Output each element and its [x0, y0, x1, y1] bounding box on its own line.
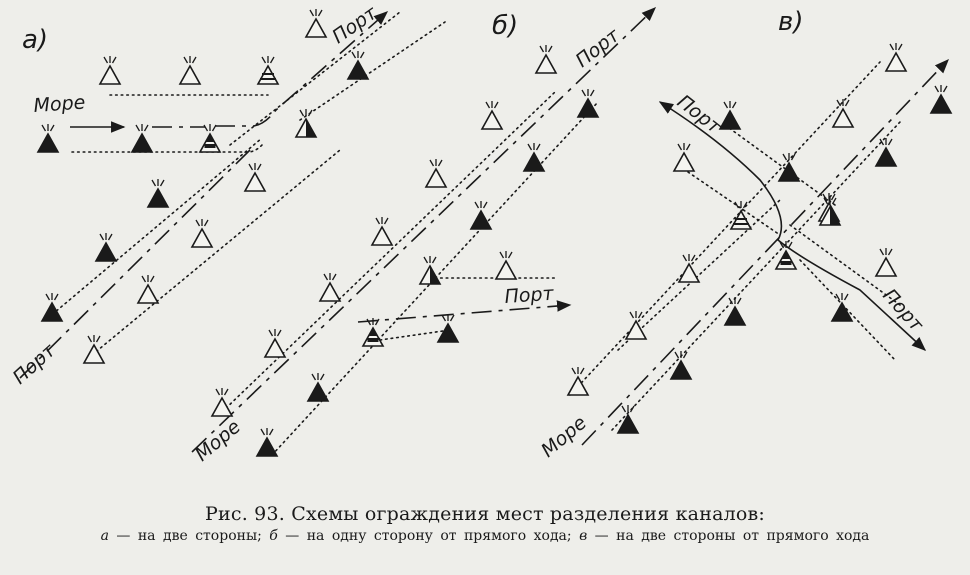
panel-label-b: б): [492, 11, 518, 41]
buoy-icon: [718, 101, 742, 130]
buoy-icon: [418, 256, 442, 285]
buoy-icon: [576, 89, 600, 118]
legend-v-text: — на две стороны от прямого хода: [587, 528, 870, 544]
panel-c-buoys: [566, 43, 953, 434]
panel-c-sea-label: Море: [537, 412, 591, 462]
buoy-icon: [777, 153, 801, 182]
buoy-icon: [94, 233, 118, 262]
panel-a-sea-label: Море: [33, 91, 86, 117]
buoy-icon: [534, 45, 558, 74]
buoy-icon: [669, 351, 693, 380]
buoy-icon: [243, 163, 267, 192]
buoy-icon: [729, 201, 753, 230]
buoy-icon: [884, 43, 908, 72]
buoy-icon: [874, 138, 898, 167]
panel-label-a: а): [22, 25, 48, 55]
panel-c-port-label-bottom: Порт: [878, 285, 928, 337]
legend-b-letter: б: [269, 528, 278, 544]
buoy-icon: [255, 428, 279, 457]
panel-a-buoys: [36, 9, 370, 364]
figure-caption: Рис. 93. Схемы ограждения мест разделени…: [205, 503, 765, 525]
buoy-icon: [774, 241, 798, 270]
buoy-icon: [198, 124, 222, 153]
legend-a-text: — на две стороны;: [108, 528, 270, 544]
buoy-icon: [318, 273, 342, 302]
buoy-icon: [494, 251, 518, 280]
panel-b-labels: Порт Порт Море: [191, 24, 624, 466]
buoy-icon: [136, 275, 160, 304]
buoy-icon: [424, 159, 448, 188]
panel-b-port-label-right: Порт: [504, 283, 555, 308]
buoy-icon: [146, 179, 170, 208]
buoy-icon: [40, 293, 64, 322]
buoy-icon: [210, 388, 234, 417]
buoy-icon: [566, 367, 590, 396]
buoy-icon: [929, 85, 953, 114]
channel-division-diagram: а) б) в) Море Порт Порт: [9, 1, 953, 466]
buoy-icon: [361, 318, 385, 347]
buoy-icon: [830, 293, 854, 322]
buoy-icon: [818, 197, 842, 226]
buoy-icon: [469, 201, 493, 230]
buoy-icon: [672, 143, 696, 172]
buoy-icon: [480, 101, 504, 130]
panel-b-buoys: [210, 45, 600, 457]
buoy-icon: [624, 311, 648, 340]
panel-b-lines: [191, 7, 657, 456]
buoy-icon: [723, 297, 747, 326]
buoy-icon: [616, 405, 640, 434]
buoy-icon: [370, 217, 394, 246]
buoy-icon: [256, 56, 280, 85]
buoy-icon: [294, 109, 318, 138]
buoy-icon: [130, 124, 154, 153]
buoy-icon: [346, 51, 370, 80]
panel-label-v: в): [778, 7, 803, 37]
buoy-icon: [522, 143, 546, 172]
buoy-icon: [190, 219, 214, 248]
buoy-icon: [98, 56, 122, 85]
panel-b-sea-label: Море: [191, 416, 245, 466]
buoy-icon: [263, 329, 287, 358]
panel-b-port-label-top: Порт: [572, 24, 625, 72]
buoy-icon: [831, 99, 855, 128]
figure-legend: а — на две стороны; б — на одну сторону …: [10, 527, 960, 546]
panel-a-lines: [19, 11, 446, 379]
buoy-icon: [304, 9, 328, 38]
buoy-icon: [677, 254, 701, 283]
legend-b-text: — на одну сторону от прямого хода;: [277, 528, 580, 544]
panel-c-lines: [569, 58, 949, 446]
buoy-icon: [178, 56, 202, 85]
legend-a-letter: а: [100, 528, 109, 544]
panel-c-port-label-top: Порт: [673, 91, 726, 139]
buoy-icon: [36, 124, 60, 153]
buoy-icon: [306, 373, 330, 402]
buoy-icon: [874, 248, 898, 277]
panel-c-labels: Порт Порт Море: [537, 91, 928, 462]
legend-v-letter: в: [579, 528, 588, 544]
buoy-icon: [436, 314, 460, 343]
buoy-icon: [82, 335, 106, 364]
